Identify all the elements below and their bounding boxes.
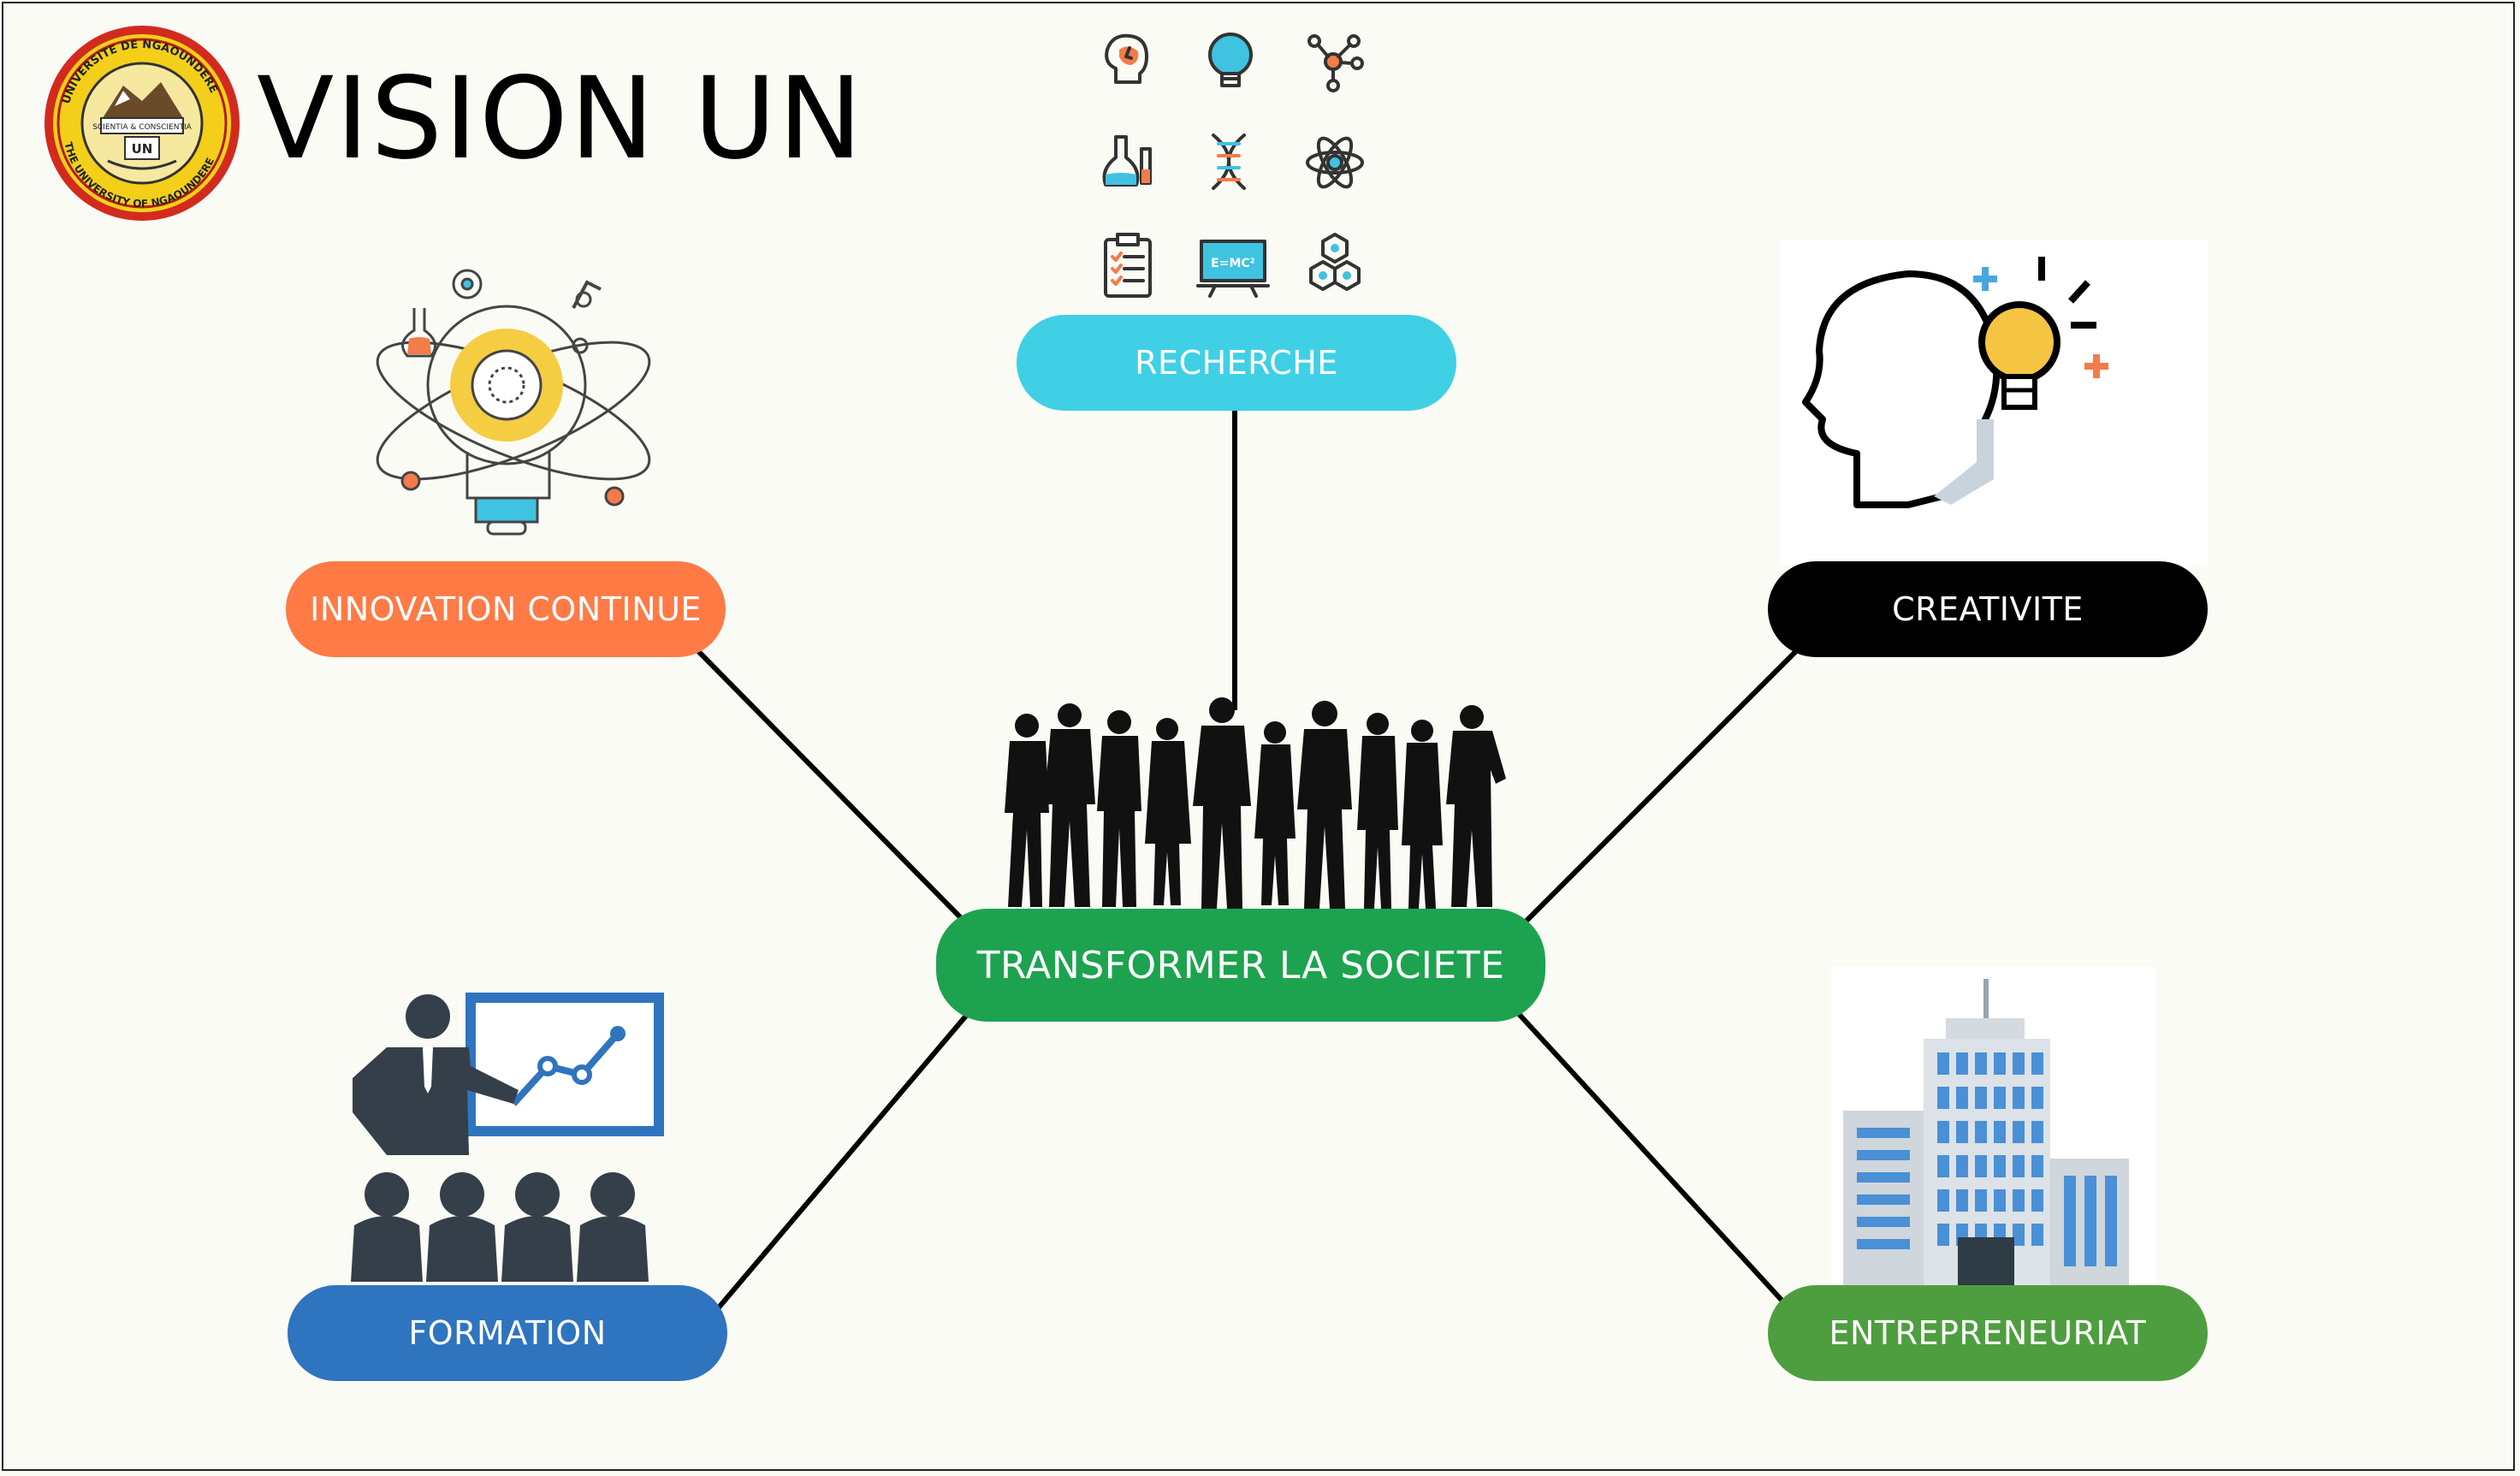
hexagon-molecule-icon [1309, 233, 1361, 291]
connector-entrepreneuriat [1516, 1011, 1791, 1310]
molecule-icon [1307, 34, 1364, 92]
lightbulb-icon [1208, 33, 1253, 87]
entrepreneuriat-building-illustration [1831, 967, 2156, 1292]
node-formation: FORMATION [288, 1285, 727, 1381]
node-creativite: CREATIVITE [1768, 561, 2208, 657]
node-innovation-label: INNOVATION CONTINUE [310, 590, 702, 628]
atom-icon [1306, 136, 1364, 189]
center-node-label: TRANSFORMER LA SOCIETE [976, 943, 1505, 987]
node-transformer-la-societe: TRANSFORMER LA SOCIETE [936, 909, 1545, 1022]
connector-formation [716, 1008, 974, 1309]
node-recherche-label: RECHERCHE [1135, 344, 1338, 382]
innovation-lightbulb-illustration [376, 269, 651, 536]
logo-banner-text: SCIENTIA & CONSCIENTIA [92, 123, 192, 132]
connector-innovation [695, 648, 978, 935]
brain-icon [1105, 33, 1148, 84]
page-title: VISION UN [257, 53, 864, 185]
logo-monogram: UN [132, 141, 153, 157]
node-entrepreneuriat-label: ENTREPRENEURIAT [1829, 1314, 2147, 1352]
flask-icon [1102, 135, 1152, 187]
node-formation-label: FORMATION [408, 1314, 607, 1352]
science-icon-grid: E=MC² [1102, 33, 1364, 298]
node-creativite-label: CREATIVITE [1892, 590, 2084, 628]
formula-text: E=MC² [1211, 257, 1255, 270]
node-innovation-continue: INNOVATION CONTINUE [286, 561, 726, 657]
node-recherche: RECHERCHE [1017, 315, 1456, 411]
formation-teacher-illustration [351, 993, 664, 1282]
connector-creativite [1516, 648, 1800, 931]
people-silhouette-group [1005, 697, 1506, 909]
university-logo: UNIVERSITE DE NGAOUNDERE THE UNIVERSITY … [44, 26, 240, 221]
creativity-head-illustration [1780, 240, 2208, 565]
dna-icon [1212, 133, 1246, 190]
blackboard-icon [1196, 240, 1270, 298]
clipboard-icon [1104, 233, 1152, 298]
node-entrepreneuriat: ENTREPRENEURIAT [1768, 1285, 2208, 1381]
